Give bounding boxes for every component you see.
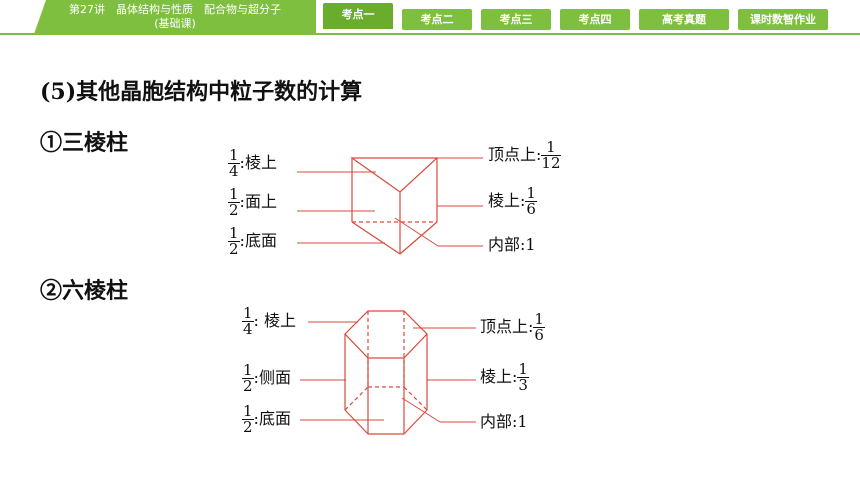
tab-keshi-zuoye[interactable]: 课时数智作业 [738, 9, 828, 30]
section-heading: (5)其他晶胞结构中粒子数的计算 [40, 79, 363, 105]
lesson-title-line2: (基础课) [154, 17, 196, 30]
tab-kaodian-1[interactable]: 考点一 [323, 3, 393, 31]
triangular-prism-pointers [297, 157, 483, 247]
top-navigation-bar: 第27讲 晶体结构与性质 配合物与超分子 (基础课) 考点一 考点二 考点三 考… [0, 0, 860, 36]
lesson-title-line1: 第27讲 晶体结构与性质 配合物与超分子 [69, 3, 281, 16]
prism6-label-interior: 内部:1 [480, 412, 528, 431]
hexagonal-prism-pointers [300, 321, 476, 423]
tab-kaodian-2[interactable]: 考点二 [402, 9, 472, 30]
tab-kaodian-3[interactable]: 考点三 [481, 9, 551, 30]
prism3-bottom-right [399, 221, 438, 255]
prism6-title: ②六棱柱 [40, 278, 129, 304]
prism3-top-face [350, 157, 439, 193]
tab-gaokao-zhenti[interactable]: 高考真题 [639, 9, 729, 30]
prism3-title: ①三棱柱 [40, 130, 129, 156]
tab-kaodian-4[interactable]: 考点四 [560, 9, 630, 30]
prism3-bottom-left [351, 221, 401, 255]
header-divider [0, 33, 860, 35]
prism3-label-interior: 内部:1 [488, 235, 536, 254]
hexagonal-prism-diagram [344, 310, 428, 435]
lesson-title-tab[interactable]: 第27讲 晶体结构与性质 配合物与超分子 (基础课) [34, 0, 316, 34]
prism6-top-face [344, 310, 428, 359]
